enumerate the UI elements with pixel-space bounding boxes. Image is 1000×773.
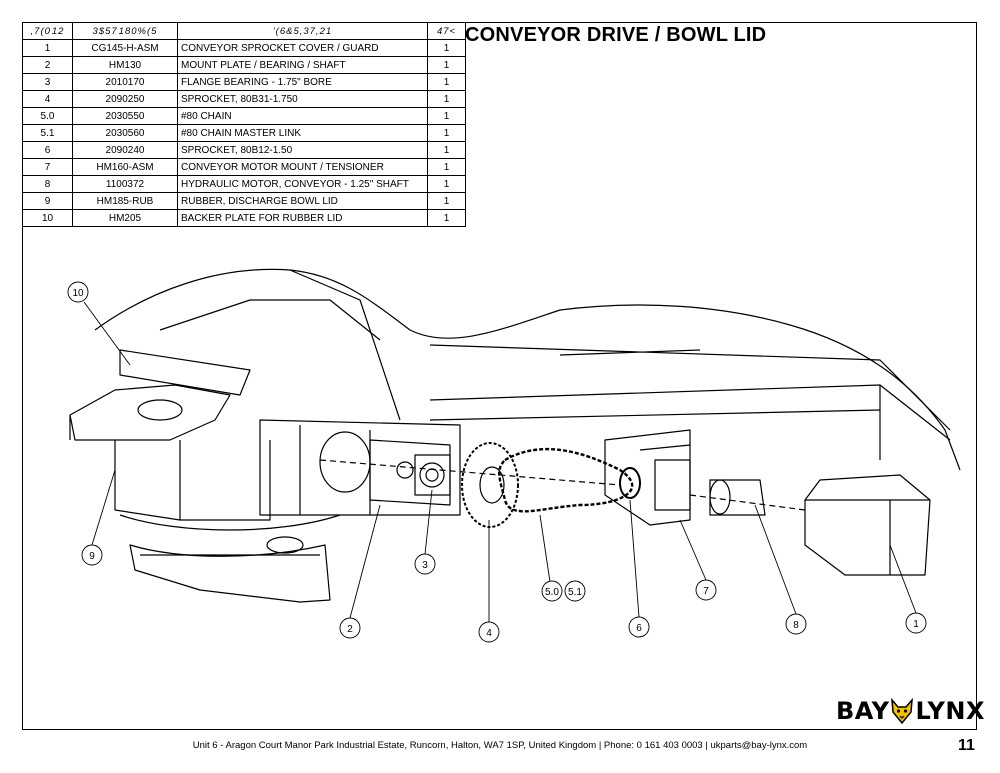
callout-label-5-1: 5.1 [568, 587, 582, 598]
callout-label-3: 3 [422, 560, 428, 571]
chassis-outline [95, 269, 960, 470]
cell-part-number: 2030550 [73, 108, 178, 125]
chain-part [499, 449, 632, 511]
lynx-icon [890, 698, 914, 724]
cell-description: RUBBER, DISCHARGE BOWL LID [178, 193, 428, 210]
cell-description: FLANGE BEARING - 1.75" BORE [178, 74, 428, 91]
cell-item: 7 [23, 159, 73, 176]
cell-part-number: 2030560 [73, 125, 178, 142]
cell-qty: 1 [428, 91, 466, 108]
table-row: 81100372HYDRAULIC MOTOR, CONVEYOR - 1.25… [23, 176, 466, 193]
cell-item: 5.0 [23, 108, 73, 125]
cell-item: 6 [23, 142, 73, 159]
cell-item: 10 [23, 210, 73, 227]
logo-text-left: BAY [836, 697, 889, 725]
cell-description: CONVEYOR SPROCKET COVER / GUARD [178, 40, 428, 57]
table-row: 2HM130MOUNT PLATE / BEARING / SHAFT1 [23, 57, 466, 74]
header-item: ,7(012 [23, 23, 73, 40]
cell-qty: 1 [428, 142, 466, 159]
cell-description: #80 CHAIN [178, 108, 428, 125]
cell-item: 9 [23, 193, 73, 210]
callout-label-6: 6 [636, 623, 642, 634]
cell-description: CONVEYOR MOTOR MOUNT / TENSIONER [178, 159, 428, 176]
table-row: 5.02030550#80 CHAIN1 [23, 108, 466, 125]
callout-label-5-0: 5.0 [545, 587, 559, 598]
page-number: 11 [958, 737, 975, 755]
page-title: CONVEYOR DRIVE / BOWL LID [465, 24, 766, 47]
cell-part-number: HM205 [73, 210, 178, 227]
company-logo: BAY LYNX [836, 697, 985, 725]
cell-description: SPROCKET, 80B12-1.50 [178, 142, 428, 159]
cell-part-number: HM185-RUB [73, 193, 178, 210]
cell-item: 1 [23, 40, 73, 57]
callout-label-7: 7 [703, 586, 709, 597]
cell-part-number: 2090240 [73, 142, 178, 159]
cell-item: 2 [23, 57, 73, 74]
cell-qty: 1 [428, 74, 466, 91]
table-row: 42090250SPROCKET, 80B31-1.7501 [23, 91, 466, 108]
callout-label-4: 4 [486, 628, 492, 639]
cell-qty: 1 [428, 176, 466, 193]
table-row: 62090240SPROCKET, 80B12-1.501 [23, 142, 466, 159]
cell-description: SPROCKET, 80B31-1.750 [178, 91, 428, 108]
cell-item: 4 [23, 91, 73, 108]
cell-item: 5.1 [23, 125, 73, 142]
cell-qty: 1 [428, 125, 466, 142]
table-row: 7HM160-ASMCONVEYOR MOTOR MOUNT / TENSION… [23, 159, 466, 176]
logo-text-right: LYNX [915, 697, 985, 725]
cell-qty: 1 [428, 210, 466, 227]
table-row: 32010170FLANGE BEARING - 1.75" BORE1 [23, 74, 466, 91]
small-sprocket-part [620, 468, 640, 498]
cell-part-number: HM160-ASM [73, 159, 178, 176]
table-row: 9HM185-RUBRUBBER, DISCHARGE BOWL LID1 [23, 193, 466, 210]
callout-label-2: 2 [347, 624, 353, 635]
cell-part-number: CG145-H-ASM [73, 40, 178, 57]
cell-description: BACKER PLATE FOR RUBBER LID [178, 210, 428, 227]
header-part-number: 3$57180%(5 [73, 23, 178, 40]
footer-address: Unit 6 - Aragon Court Manor Park Industr… [0, 740, 1000, 751]
cell-part-number: HM130 [73, 57, 178, 74]
callout-label-1: 1 [913, 619, 919, 630]
cell-qty: 1 [428, 57, 466, 74]
large-sprocket-part [462, 443, 518, 527]
callout-label-8: 8 [793, 620, 799, 631]
callout-label-9: 9 [89, 551, 95, 562]
parts-table: ,7(012 3$57180%(5 '(6&5,37,21 47< 1CG1… [22, 22, 466, 227]
cell-part-number: 2090250 [73, 91, 178, 108]
cell-item: 8 [23, 176, 73, 193]
cell-part-number: 2010170 [73, 74, 178, 91]
callout-label-10: 10 [72, 288, 84, 299]
bowl-lid [120, 515, 340, 530]
motor-mount-part [605, 430, 690, 525]
cell-part-number: 1100372 [73, 176, 178, 193]
table-row: 5.12030560#80 CHAIN MASTER LINK1 [23, 125, 466, 142]
header-qty: 47< [428, 23, 466, 40]
sprocket-guard-part [805, 475, 930, 575]
cell-item: 3 [23, 74, 73, 91]
cell-qty: 1 [428, 159, 466, 176]
cell-description: #80 CHAIN MASTER LINK [178, 125, 428, 142]
cell-description: HYDRAULIC MOTOR, CONVEYOR - 1.25" SHAFT [178, 176, 428, 193]
backer-plate [70, 385, 230, 440]
table-row: 1CG145-H-ASMCONVEYOR SPROCKET COVER / GU… [23, 40, 466, 57]
cell-qty: 1 [428, 108, 466, 125]
cell-description: MOUNT PLATE / BEARING / SHAFT [178, 57, 428, 74]
cell-qty: 1 [428, 40, 466, 57]
cell-qty: 1 [428, 193, 466, 210]
table-row: 10HM205BACKER PLATE FOR RUBBER LID1 [23, 210, 466, 227]
header-description: '(6&5,37,21 [178, 23, 428, 40]
table-header-row: ,7(012 3$57180%(5 '(6&5,37,21 47< [23, 23, 466, 40]
